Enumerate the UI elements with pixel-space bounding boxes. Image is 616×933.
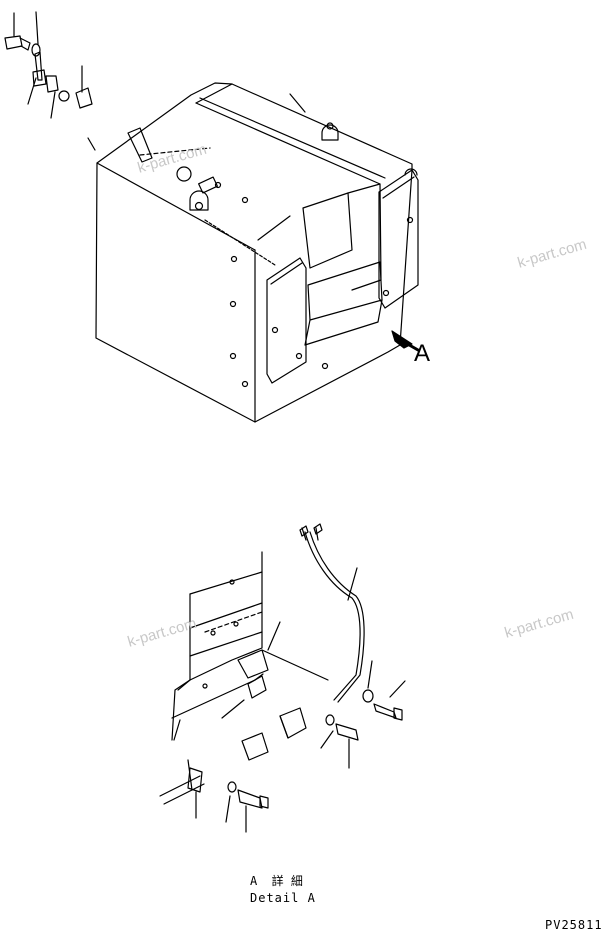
view-arrow bbox=[391, 330, 420, 352]
battery-box-assembly bbox=[95, 82, 413, 423]
mounting-bolt bbox=[214, 181, 329, 388]
vent-cap bbox=[176, 166, 192, 182]
side-plate-right bbox=[378, 169, 419, 309]
bolt-set-upper bbox=[4, 35, 96, 151]
leader-line bbox=[13, 11, 306, 241]
detail-caption-english: Detail A bbox=[250, 891, 316, 905]
small-connector bbox=[198, 176, 218, 194]
breather-tube bbox=[127, 127, 153, 163]
detail-a-view bbox=[159, 523, 403, 809]
drawing-code: PV25811 bbox=[545, 918, 603, 932]
side-plate-front bbox=[266, 257, 307, 384]
leader-line bbox=[173, 567, 406, 833]
lifting-eye bbox=[189, 122, 418, 211]
view-arrow-label: A bbox=[414, 340, 431, 367]
detail-caption-japanese: A 詳 細 bbox=[250, 874, 303, 888]
